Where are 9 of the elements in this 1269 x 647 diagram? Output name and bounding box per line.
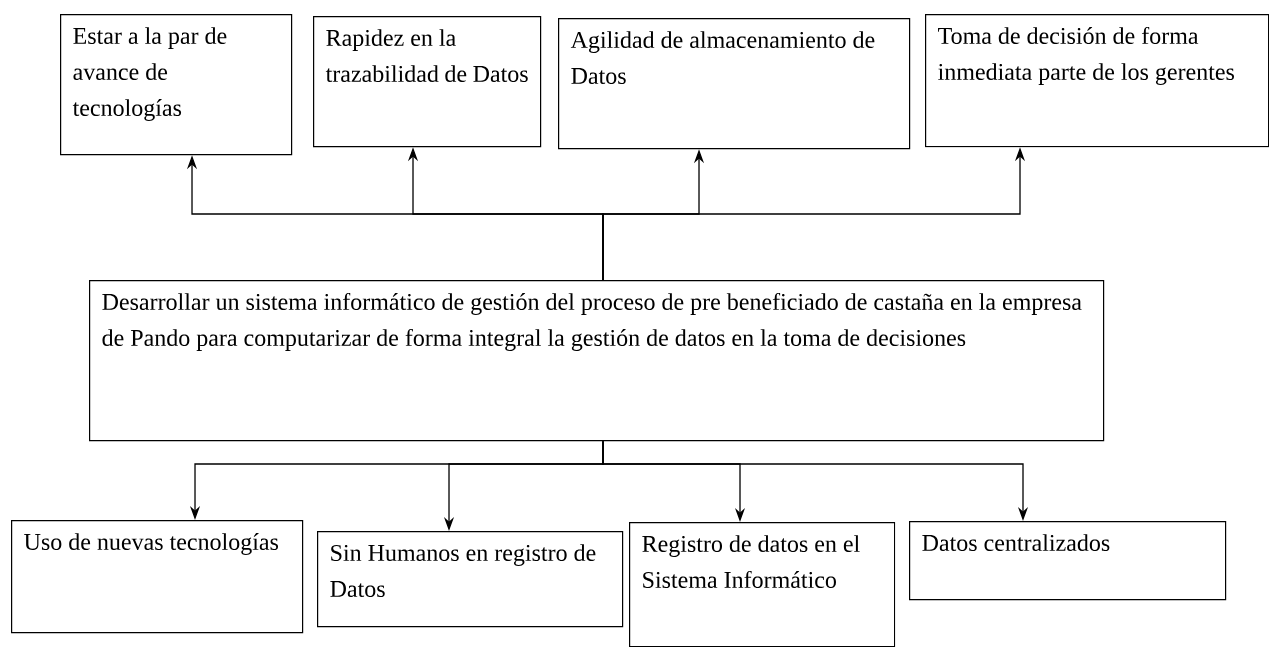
text-box: Rapidez en la trazabilidad de Datos	[313, 16, 542, 148]
text-box: Registro de datos en el Sistema Informático	[629, 522, 896, 647]
text-box: Uso de nuevas tecnologías	[11, 520, 304, 634]
text-box: Datos centralizados	[909, 521, 1227, 601]
text-box: Toma de decisión de forma inmediata parte de los gerentes	[925, 14, 1269, 148]
text-box: Desarrollar un sistema informático de gestión del proceso de pre beneficiado de castaña en la empresa de Pando para computarizar de forma integral la gestión de datos en la toma de decisiones	[89, 280, 1105, 442]
text-box: Agilidad de almacenamiento de Datos	[558, 18, 911, 150]
text-box: Sin Humanos en registro de Datos	[317, 531, 624, 628]
text-box: Estar a la par de avance de tecnologías	[60, 14, 293, 156]
